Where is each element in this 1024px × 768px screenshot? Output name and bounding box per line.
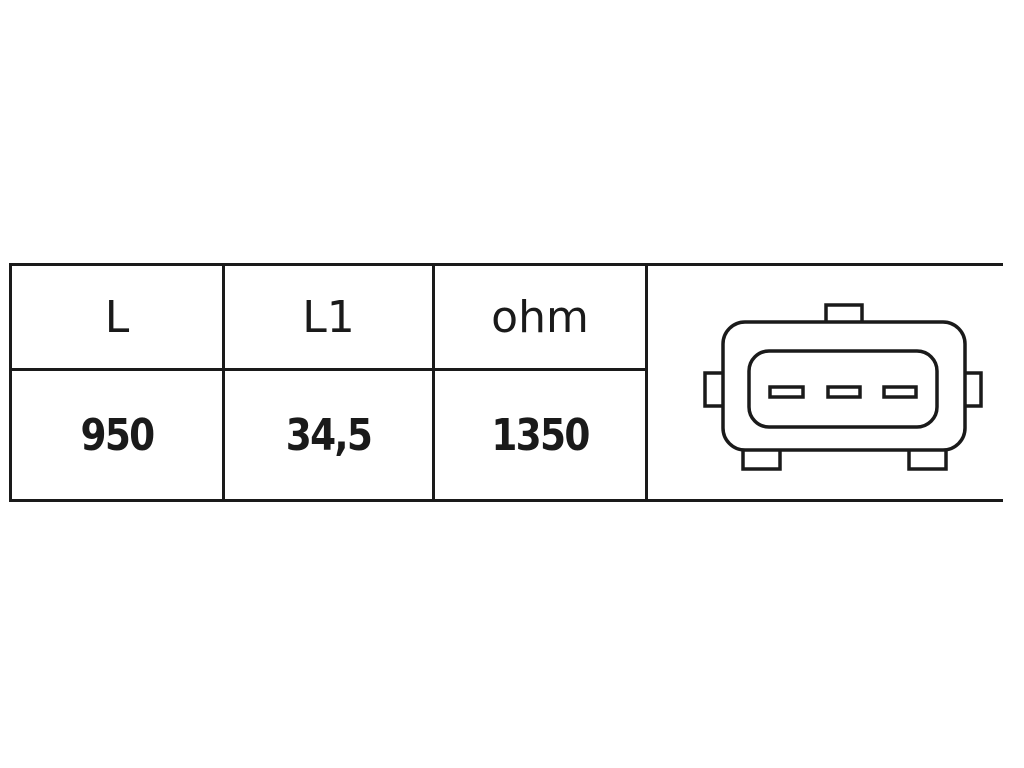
table-col-divider bbox=[9, 263, 12, 502]
header-l: L bbox=[104, 291, 130, 343]
connector-pin bbox=[882, 385, 918, 399]
connector-pin bbox=[826, 385, 862, 399]
table-top-border bbox=[10, 263, 1003, 266]
connector-left-tab bbox=[703, 371, 726, 408]
table-bottom-border bbox=[10, 499, 1003, 502]
table-col-divider bbox=[432, 263, 435, 502]
table-col-divider bbox=[222, 263, 225, 502]
header-ohm: ohm bbox=[491, 291, 589, 343]
value-ohm: 1350 bbox=[491, 409, 590, 461]
value-l1: 34,5 bbox=[285, 409, 373, 461]
table-header-divider bbox=[10, 368, 647, 371]
table-col-divider bbox=[645, 263, 648, 502]
value-l: 950 bbox=[80, 409, 156, 461]
connector-pin bbox=[768, 385, 805, 399]
header-l1: L1 bbox=[302, 291, 355, 343]
